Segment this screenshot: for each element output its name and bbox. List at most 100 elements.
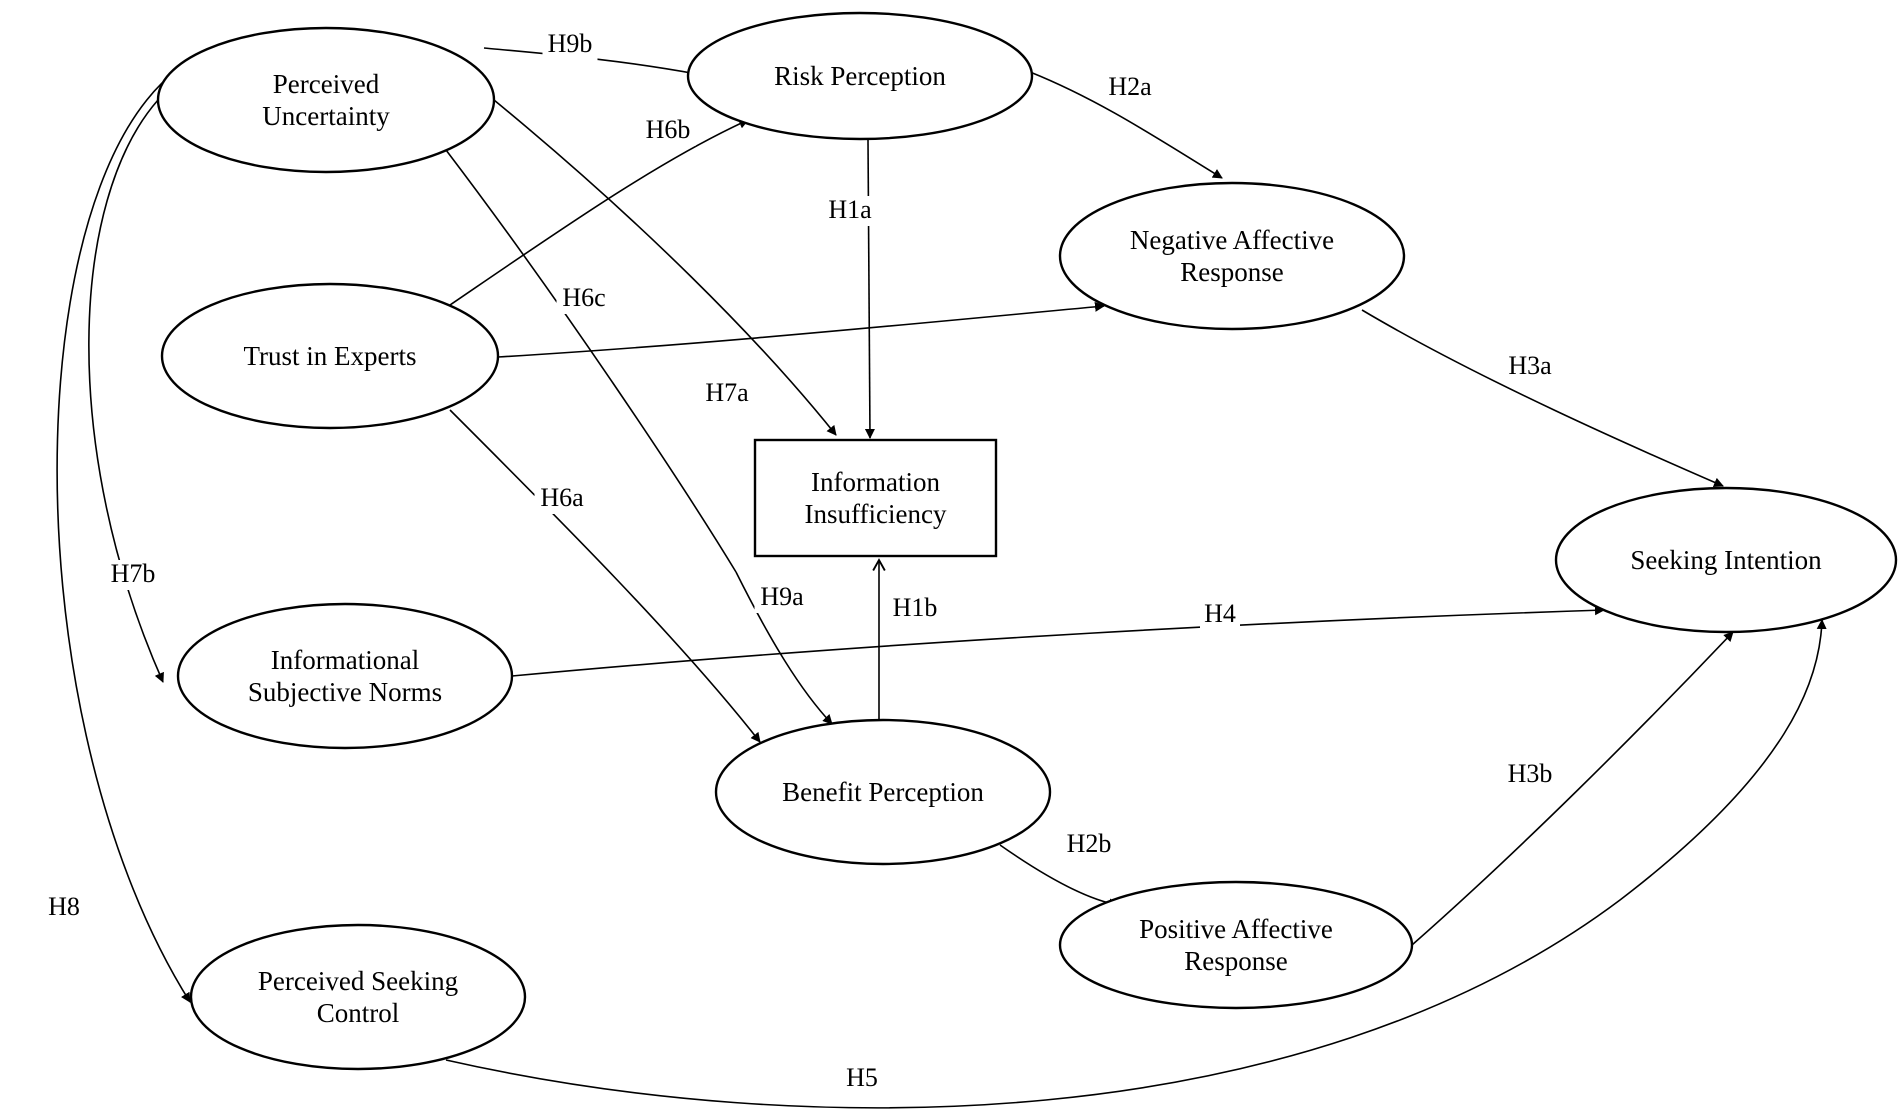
edge-label-h9b: H9b (542, 29, 598, 60)
edge-trust-in-experts-to-benefit-perception (449, 409, 761, 743)
edge-label-h8: H8 (44, 892, 84, 923)
edge-positive-affective-response-to-seeking-intention (1411, 631, 1734, 946)
edge-label-h6c: H6c (556, 283, 612, 314)
edge-perceived-uncertainty-to-benefit-perception (735, 571, 833, 725)
edge-label-background (754, 583, 810, 613)
edge-label-h1a: H1a (822, 195, 878, 226)
edge-label-text: H9b (548, 29, 593, 58)
edge-label-background (822, 196, 878, 226)
node-label: Uncertainty (262, 101, 390, 131)
node-label: Response (1184, 946, 1288, 976)
edge-perceived-uncertainty-to-benefit-perception (445, 149, 737, 573)
edge-label-h2b: H2b (1061, 829, 1117, 860)
node-shape-ellipse (1058, 181, 1406, 331)
node-risk-perception: Risk Perception (686, 11, 1034, 141)
edge-perceived-seeking-control-to-seeking-intention (445, 619, 1827, 1109)
edge-label-text: H6c (562, 283, 605, 312)
edge-label-background (105, 560, 161, 590)
edge-label-background (542, 30, 598, 60)
node-shape-ellipse (176, 602, 514, 750)
edge-label-background (1061, 830, 1117, 860)
node-label: Risk Perception (774, 61, 946, 91)
edge-label-text: H8 (48, 892, 80, 921)
node-label: Trust in Experts (243, 341, 416, 371)
edge-negative-affective-response-to-seeking-intention (1361, 309, 1724, 488)
node-shape-rectangle (753, 438, 998, 558)
edge-label-background (534, 484, 590, 514)
edge-label-text: H6a (540, 483, 584, 512)
edge-label-background (842, 1064, 882, 1094)
edge-perceived-uncertainty-to-information-insufficiency (493, 99, 837, 436)
node-label: Perceived Seeking (258, 966, 458, 996)
edge-label-text: H2b (1067, 829, 1112, 858)
edge-label-text: H5 (846, 1063, 878, 1092)
node-shape-ellipse (686, 11, 1034, 141)
node-shape-ellipse (189, 923, 527, 1071)
edge-label-background (640, 116, 696, 146)
edge-label-h6b: H6b (640, 115, 696, 146)
edge-label-h3a: H3a (1502, 351, 1558, 382)
edge-label-h2a: H2a (1102, 72, 1158, 103)
edge-label-background (556, 284, 612, 314)
edge-label-text: H1a (828, 195, 872, 224)
edge-risk-perception-to-information-insufficiency (864, 139, 875, 439)
node-label: Insufficiency (805, 499, 947, 529)
edge-perceived-uncertainty-to-perceived-seeking-control (56, 51, 211, 1003)
node-shape-ellipse (156, 26, 496, 174)
edge-label-h6a: H6a (534, 483, 590, 514)
node-shape-ellipse (1058, 880, 1414, 1010)
edge-label-text: H3b (1508, 759, 1553, 788)
node-label: Seeking Intention (1630, 545, 1822, 575)
edge-label-background (1102, 73, 1158, 103)
edge-trust-in-experts-to-risk-perception (449, 119, 749, 306)
node-label: Informational (271, 645, 419, 675)
edge-label-h4: H4 (1200, 599, 1240, 630)
edge-label-h9a: H9a (754, 582, 810, 613)
edge-label-text: H1b (893, 593, 938, 622)
node-label: Negative Affective (1130, 225, 1334, 255)
node-label: Subjective Norms (248, 677, 442, 707)
edge-label-h7a: H7a (699, 378, 755, 409)
node-shape-ellipse (714, 718, 1052, 866)
node-label: Benefit Perception (782, 777, 984, 807)
edge-label-h7b: H7b (105, 559, 161, 590)
edge-label-background (1502, 760, 1558, 790)
edge-informational-subjective-norms-to-seeking-intention (511, 605, 1605, 677)
edge-label-background (699, 379, 755, 409)
edge-risk-perception-to-negative-affective-response (1029, 71, 1223, 179)
node-shape-ellipse (160, 282, 500, 430)
edge-label-background (1200, 600, 1240, 630)
node-trust-in-experts: Trust in Experts (160, 282, 500, 430)
node-label: Control (317, 998, 400, 1028)
edge-label-background (44, 893, 84, 923)
node-shape-ellipse (1554, 486, 1898, 634)
edge-label-h1b: H1b (887, 593, 943, 624)
node-label: Positive Affective (1139, 914, 1333, 944)
edge-label-text: H7b (111, 559, 156, 588)
edge-label-text: H2a (1108, 72, 1152, 101)
edge-label-background (1502, 352, 1558, 382)
node-seeking-intention: Seeking Intention (1554, 486, 1898, 634)
node-benefit-perception: Benefit Perception (714, 718, 1052, 866)
edge-label-text: H9a (760, 582, 804, 611)
edge-trust-in-experts-to-negative-affective-response (497, 301, 1105, 358)
node-label: Perceived (273, 69, 380, 99)
edge-label-background (887, 594, 943, 624)
edge-label-h3b: H3b (1502, 759, 1558, 790)
edge-label-text: H3a (1508, 351, 1552, 380)
node-label: Information (811, 467, 940, 497)
edge-label-text: H7a (705, 378, 749, 407)
node-label: Response (1180, 257, 1284, 287)
edge-label-text: H6b (646, 115, 691, 144)
edge-label-h5: H5 (842, 1063, 882, 1094)
edge-label-text: H4 (1204, 599, 1236, 628)
